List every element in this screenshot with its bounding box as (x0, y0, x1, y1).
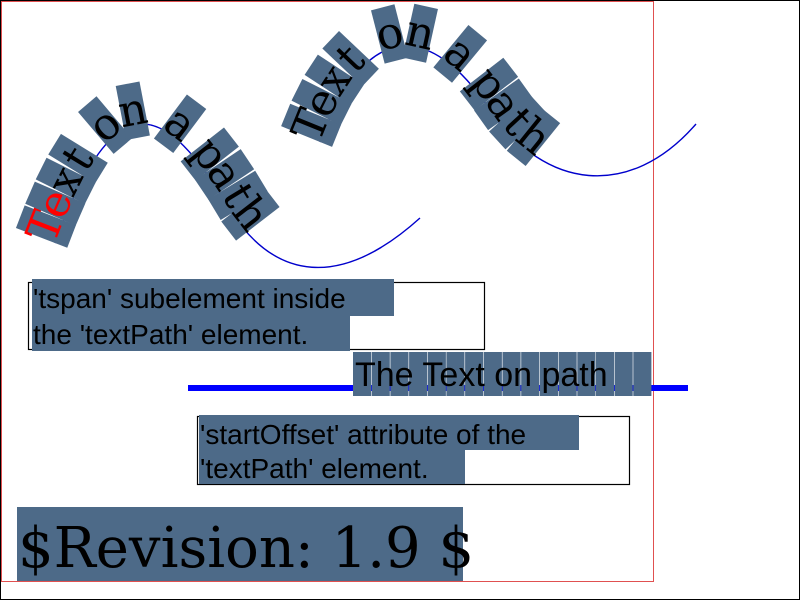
revision-bg (17, 507, 463, 581)
glyph-box (304, 54, 364, 105)
glyph-box (153, 94, 207, 154)
glyph-box (322, 30, 379, 87)
glyph-box (433, 24, 488, 83)
glyph-box (35, 157, 96, 205)
tspan-label-line-1: 'tspan' subelement inside (33, 283, 346, 314)
horizontal-glyph-box (539, 352, 558, 396)
tspan-label-line-2: the 'textPath' element. (33, 319, 308, 350)
glyph-box (459, 57, 519, 111)
glyph-box (402, 3, 438, 63)
horizontal-glyph-box (390, 352, 409, 396)
viewport-frame (1, 1, 654, 582)
horizontal-text-glyph-boxes (353, 352, 652, 396)
horizontal-glyph-box (446, 352, 465, 396)
glyph-box (25, 181, 86, 226)
tspan-label-bg-1 (32, 279, 394, 316)
horizontal-glyph-box (409, 352, 428, 396)
glyph-box (370, 4, 409, 64)
glyph-box (506, 107, 561, 166)
glyph-box (15, 205, 76, 248)
glyph-box (115, 81, 150, 141)
glyph-box (180, 127, 239, 181)
horizontal-glyph-box (353, 352, 372, 396)
revision-text: $Revision: 1.9 $ (18, 516, 474, 581)
horizontal-glyph-box (558, 352, 577, 396)
startoffset-label-line-2: 'textPath' element. (200, 453, 429, 484)
glyph-box (281, 103, 342, 147)
glyph-box (489, 94, 546, 150)
glyph-box (474, 78, 533, 131)
glyph-box (78, 96, 133, 154)
horizontal-glyph-box (614, 352, 633, 396)
horizontal-glyph-box (427, 352, 446, 396)
horizontal-glyph-box (595, 352, 614, 396)
horizontal-glyph-box (577, 352, 596, 396)
horizontal-glyph-box (483, 352, 502, 396)
tspan-label-bg-2 (32, 316, 350, 351)
glyph-box (291, 79, 352, 126)
horizontal-glyph-box (371, 352, 390, 396)
glyph-box (221, 187, 280, 241)
glyph-box (194, 149, 255, 200)
horizontal-glyph-box (521, 352, 540, 396)
horizontal-glyph-box (633, 352, 652, 396)
glyph-box (48, 133, 108, 184)
horizontal-path-text: The Text on path (355, 356, 608, 394)
glyph-box (208, 170, 268, 220)
startoffset-label-bg-2 (199, 450, 465, 484)
horizontal-glyph-box (502, 352, 521, 396)
startoffset-label-bg-1 (199, 415, 579, 450)
horizontal-glyph-box (465, 352, 484, 396)
startoffset-label-line-1: 'startOffset' attribute of the (200, 419, 526, 450)
